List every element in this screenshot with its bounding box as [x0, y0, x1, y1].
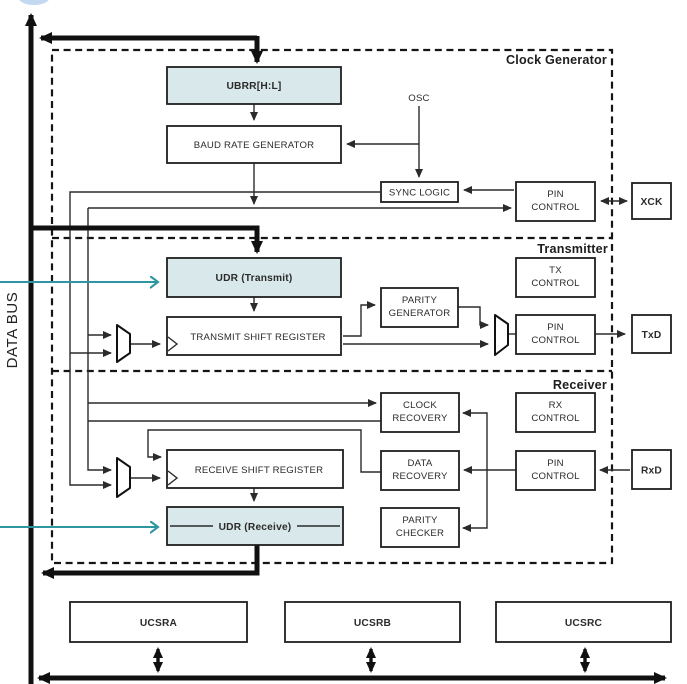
parity-generator-box	[380, 287, 459, 328]
baud-clock-rail-wire	[87, 208, 112, 474]
tx-data-mux	[494, 314, 509, 356]
udr-receive-to-bus-branch	[41, 544, 260, 579]
tx-control-box	[515, 257, 596, 298]
receive-shift-register-box	[166, 449, 344, 489]
data-recovery-box	[380, 450, 460, 491]
tx-clock-mux	[116, 324, 131, 363]
xck-pin-label: XCK	[640, 197, 663, 208]
receive-shift-register-label: RECEIVE SHIFT REGISTER	[195, 465, 323, 476]
rx-pin-control-label-2: CONTROL	[531, 471, 580, 482]
ubrr-register-label: UBRR[H:L]	[227, 81, 282, 92]
pin-control-to-clock-recovery-wire	[462, 409, 488, 470]
ucsrb-register-label: UCSRB	[354, 618, 391, 629]
tx-control-label-2: CONTROL	[531, 278, 580, 289]
udr-transmit-box	[166, 257, 342, 298]
clock-pin-control-label-1: PIN	[547, 189, 564, 200]
ucsra-register-box	[69, 601, 248, 643]
rx-control-box	[515, 392, 596, 433]
bus-branch-to-udr-transmit	[33, 225, 263, 254]
ucsrb-register-box	[284, 601, 461, 643]
tx-pin-control-label-2: CONTROL	[531, 335, 580, 346]
ubrr-register-box	[166, 66, 342, 105]
ucsrc-register-label: UCSRC	[565, 618, 603, 629]
rxd-pin-box	[631, 449, 672, 490]
receiver-wires	[88, 399, 630, 532]
clock-generator-section-title: Clock Generator	[506, 53, 607, 67]
osc-label: OSC	[408, 93, 429, 104]
rxd-pin-label: RxD	[641, 466, 662, 477]
tx-clock-input-chevron	[167, 336, 179, 352]
clock-recovery-box	[380, 392, 460, 433]
shift-register-to-parity-generator-wire	[343, 301, 376, 337]
rx-pin-control-label-1: PIN	[547, 458, 564, 469]
rx-clock-input-chevron	[167, 470, 179, 486]
txd-pin-box	[631, 314, 672, 354]
rx-control-label-2: CONTROL	[531, 413, 580, 424]
data-recovery-label-2: RECOVERY	[392, 471, 448, 482]
ucsra-register-label: UCSRA	[140, 618, 178, 629]
xck-pin-box	[631, 182, 672, 220]
transmit-shift-register-box	[166, 316, 342, 356]
rx-pin-control-box	[515, 450, 596, 491]
clock-recovery-label-2: RECOVERY	[392, 413, 448, 424]
rx-clock-mux	[116, 457, 131, 498]
transmitter-wires	[130, 297, 626, 348]
data-recovery-to-shift-register-wire	[147, 429, 381, 473]
sync-clock-rail-wire	[69, 191, 380, 489]
sync-logic-label: SYNC LOGIC	[389, 188, 450, 199]
parity-generator-to-data-mux-wire	[458, 306, 489, 329]
parity-generator-label-1: PARITY	[402, 295, 438, 306]
outer-dashed-frame	[50, 48, 614, 565]
transmitter-section-title: Transmitter	[537, 242, 608, 256]
baud-rate-generator-label: BAUD RATE GENERATOR	[194, 140, 315, 151]
tx-pin-control-box	[515, 314, 596, 355]
register-bus-arrows	[153, 647, 590, 673]
ucsrc-register-box	[495, 601, 672, 643]
rx-control-label-1: RX	[549, 400, 563, 411]
parity-generator-label-2: GENERATOR	[389, 308, 451, 319]
data-recovery-label-1: DATA	[408, 458, 433, 469]
clock-recovery-label-1: CLOCK	[403, 400, 437, 411]
clock-pin-control-box	[515, 181, 596, 222]
udr-receive-label: UDR (Receive)	[219, 522, 292, 533]
tx-pin-control-label-1: PIN	[547, 322, 564, 333]
parity-checker-label-1: PARITY	[402, 515, 438, 526]
parity-checker-box	[380, 507, 460, 548]
screen-artifact-fragment	[19, 0, 49, 5]
parity-checker-label-2: CHECKER	[396, 528, 444, 539]
data-bus-lines	[25, 13, 667, 684]
transmit-shift-register-label: TRANSMIT SHIFT REGISTER	[190, 332, 325, 343]
section-frames	[50, 48, 614, 565]
receiver-section-title: Receiver	[553, 378, 607, 392]
sync-logic-box	[380, 181, 459, 203]
tx-control-label-1: TX	[549, 265, 562, 276]
udr-transmit-label: UDR (Transmit)	[216, 273, 293, 284]
data-bus-label: DATA BUS	[4, 292, 21, 369]
clock-pin-control-label-2: CONTROL	[531, 202, 580, 213]
txd-pin-label: TxD	[642, 330, 662, 341]
baud-rate-generator-box	[166, 125, 342, 164]
pin-control-to-parity-checker-wire	[462, 470, 488, 532]
clock-generator-wires	[69, 104, 628, 489]
